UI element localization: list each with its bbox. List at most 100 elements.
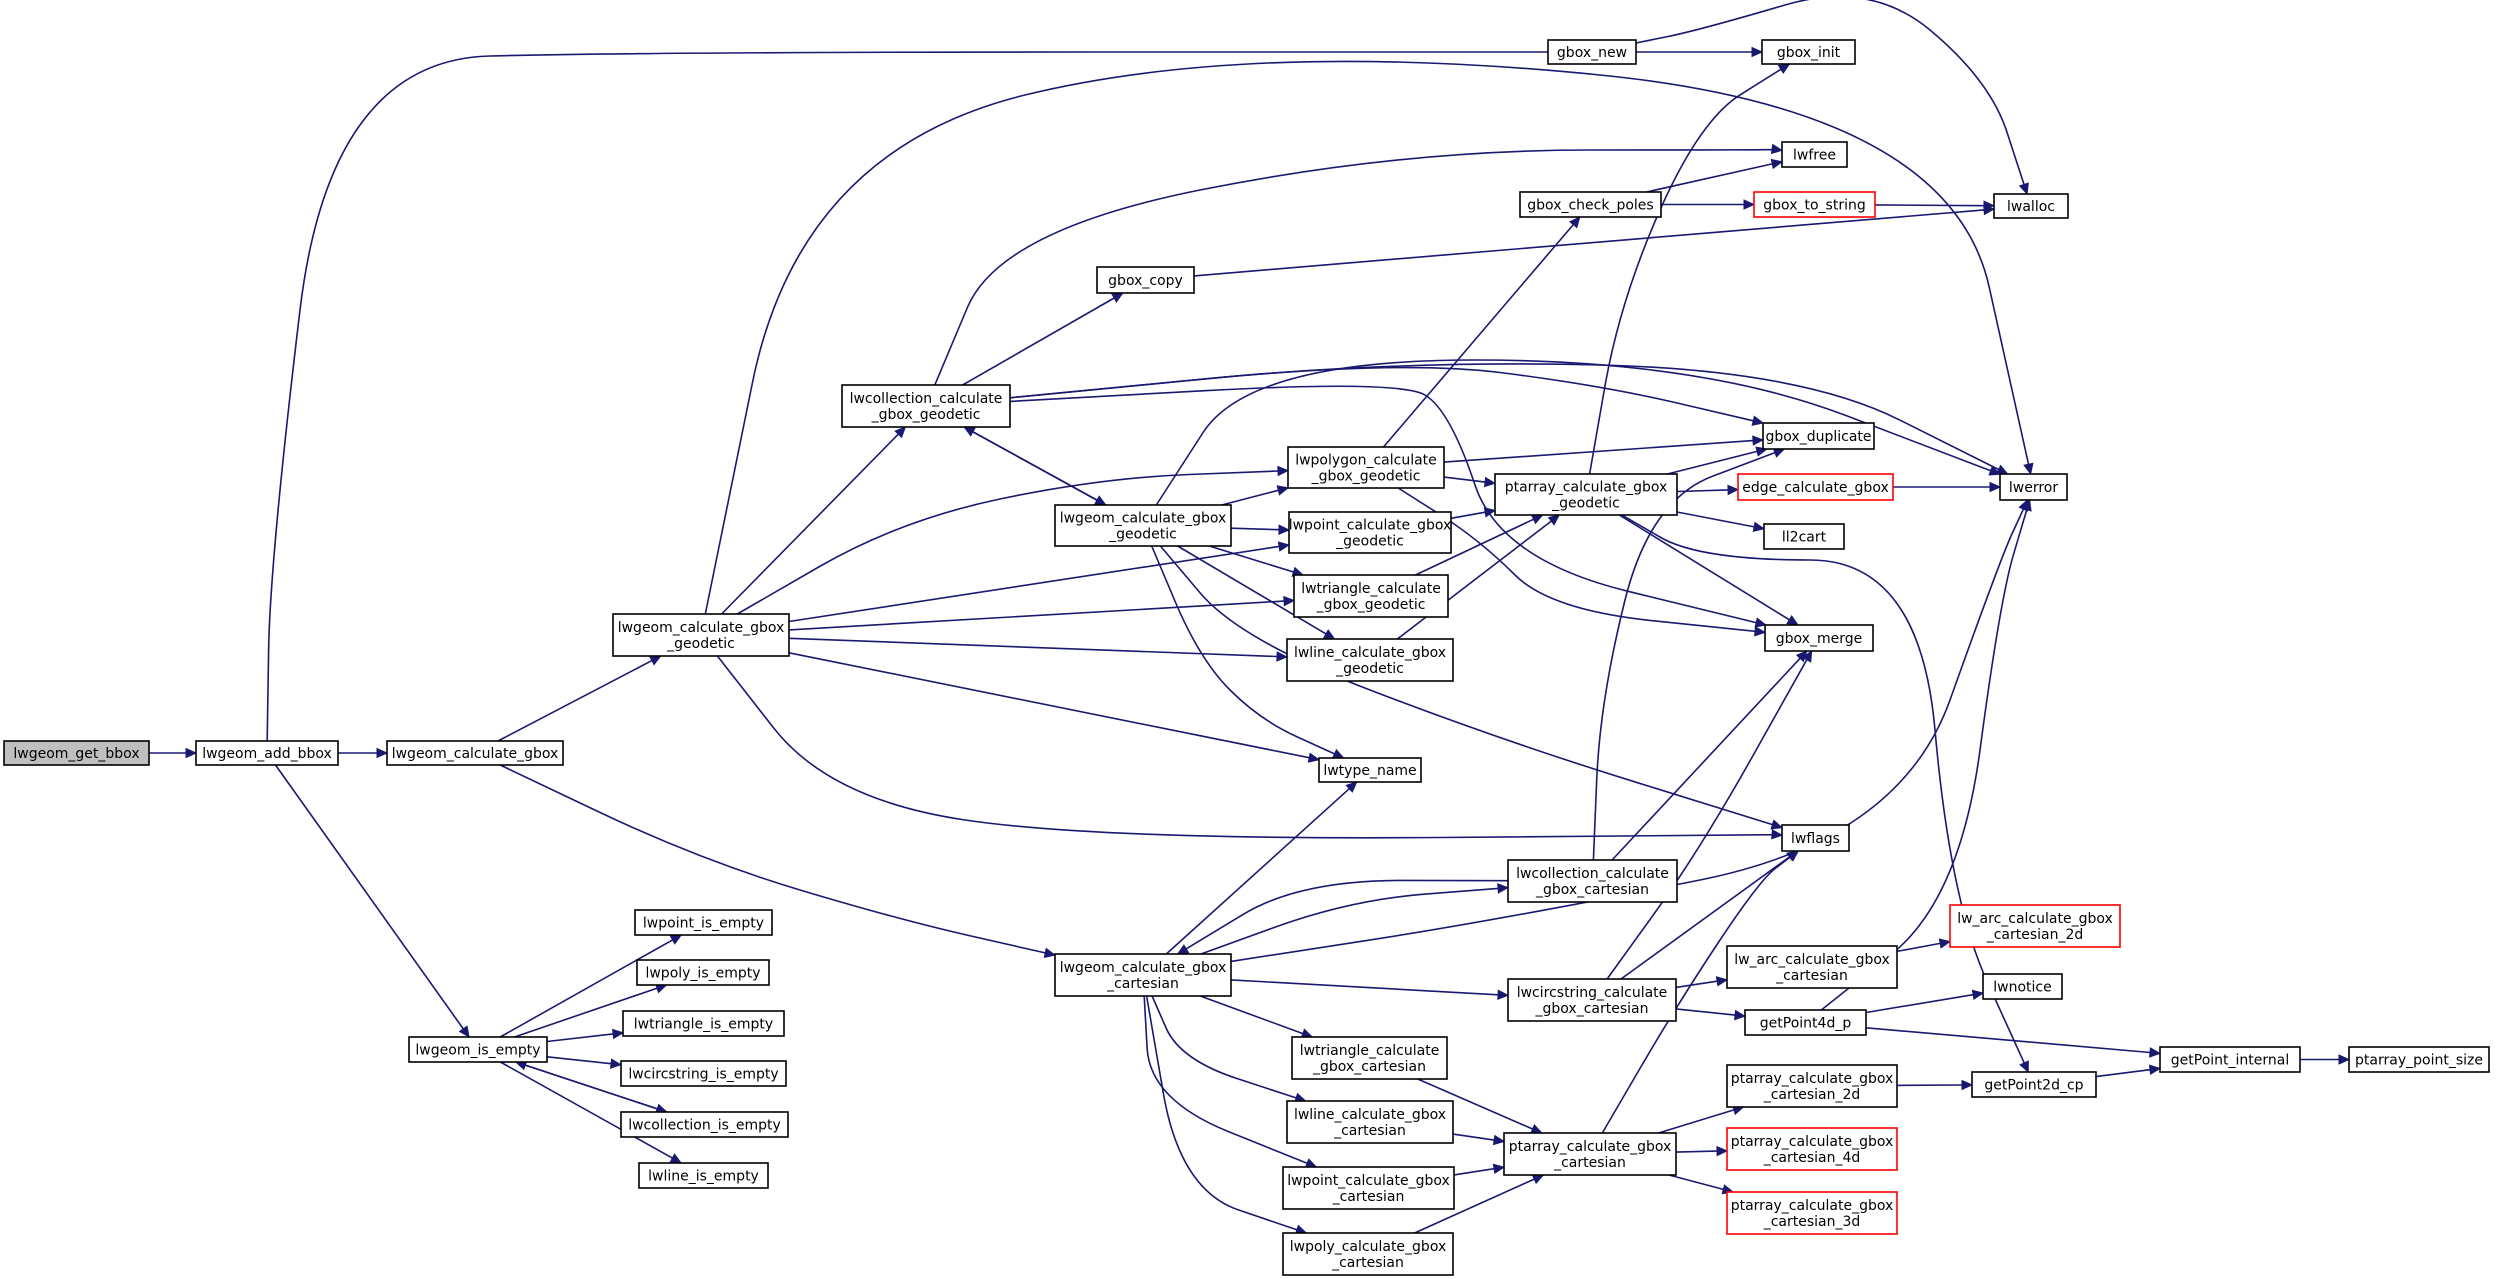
- node-lwerror[interactable]: lwerror: [1999, 473, 2068, 501]
- node-box[interactable]: [1286, 1100, 1454, 1144]
- node-box[interactable]: [2348, 1046, 2490, 1073]
- node-box[interactable]: [1507, 978, 1677, 1022]
- node-lwalloc[interactable]: lwalloc: [1993, 193, 2069, 219]
- node-box[interactable]: [1519, 191, 1662, 218]
- node-lwcollection-calculate-gbox-geodetic[interactable]: lwcollection_calculate_gbox_geodetic: [841, 384, 1011, 428]
- node-ptarray-point-size[interactable]: ptarray_point_size: [2348, 1046, 2490, 1073]
- node-lwgeom-is-empty[interactable]: lwgeom_is_empty: [408, 1036, 548, 1063]
- node-box[interactable]: [1507, 859, 1678, 903]
- node-lwgeom-calculate-gbox-cartesian[interactable]: lwgeom_calculate_gbox_cartesian: [1054, 953, 1232, 997]
- node-box[interactable]: [1737, 473, 1894, 501]
- node-gbox-duplicate[interactable]: gbox_duplicate: [1762, 422, 1875, 450]
- node-box[interactable]: [1096, 266, 1195, 294]
- node-box[interactable]: [2159, 1046, 2301, 1073]
- node-box[interactable]: [1763, 523, 1845, 550]
- node-lwgeom-add-bbox[interactable]: lwgeom_add_bbox: [195, 740, 339, 766]
- node-ptarray-calculate-gbox-cartesian-2d[interactable]: ptarray_calculate_gbox_cartesian_2d: [1726, 1064, 1898, 1108]
- node-lwcollection-calculate-gbox-cartesian[interactable]: lwcollection_calculate_gbox_cartesian: [1507, 859, 1678, 903]
- node-box[interactable]: [841, 384, 1011, 428]
- node-lwtriangle-is-empty[interactable]: lwtriangle_is_empty: [622, 1010, 785, 1037]
- node-box[interactable]: [408, 1036, 548, 1063]
- node-box[interactable]: [1744, 1009, 1867, 1036]
- node-lwline-calculate-gbox-cartesian[interactable]: lwline_calculate_gbox_cartesian: [1286, 1100, 1454, 1144]
- node-lwcircstring-calculate-gbox-cartesian[interactable]: lwcircstring_calculate_gbox_cartesian: [1507, 978, 1677, 1022]
- node-ptarray-calculate-gbox-cartesian-4d[interactable]: ptarray_calculate_gbox_cartesian_4d: [1726, 1127, 1898, 1171]
- node-box[interactable]: [1993, 193, 2069, 219]
- node-box[interactable]: [1282, 1232, 1454, 1276]
- node-lw-arc-calculate-gbox-cartesian-2d[interactable]: lw_arc_calculate_gbox_cartesian_2d: [1949, 904, 2121, 948]
- node-lwnotice[interactable]: lwnotice: [1982, 973, 2063, 1000]
- node-box[interactable]: [1318, 757, 1422, 783]
- node-box[interactable]: [638, 1162, 769, 1189]
- node-lwtype-name[interactable]: lwtype_name: [1318, 757, 1422, 783]
- node-box[interactable]: [1054, 504, 1232, 547]
- node-lwpoly-calculate-gbox-cartesian[interactable]: lwpoly_calculate_gbox_cartesian: [1282, 1232, 1454, 1276]
- node-lwpoly-is-empty[interactable]: lwpoly_is_empty: [636, 959, 770, 986]
- node-lwgeom-calculate-gbox-geodetic[interactable]: lwgeom_calculate_gbox_geodetic: [612, 613, 790, 657]
- node-lwpoint-is-empty[interactable]: lwpoint_is_empty: [634, 909, 773, 936]
- node-box[interactable]: [386, 740, 564, 766]
- node-lwfree[interactable]: lwfree: [1781, 141, 1848, 168]
- node-box[interactable]: [1761, 39, 1856, 65]
- node-box[interactable]: [1726, 1064, 1898, 1108]
- node-edge-calculate-gbox[interactable]: edge_calculate_gbox: [1737, 473, 1894, 501]
- node-box[interactable]: [1764, 624, 1874, 652]
- node-lwgeom-get-bbox[interactable]: lwgeom_get_bbox: [3, 740, 150, 766]
- node-ptarray-calculate-gbox-geodetic[interactable]: ptarray_calculate_gbox_geodetic: [1494, 473, 1678, 516]
- node-lwcircstring-is-empty[interactable]: lwcircstring_is_empty: [620, 1060, 787, 1087]
- node-box[interactable]: [622, 1010, 785, 1037]
- node-lwtriangle-calculate-gbox-geodetic[interactable]: lwtriangle_calculate_gbox_geodetic: [1293, 574, 1449, 618]
- node-box[interactable]: [1494, 473, 1678, 516]
- node-box[interactable]: [1949, 904, 2121, 948]
- node-box[interactable]: [1547, 39, 1637, 65]
- node-ptarray-calculate-gbox-cartesian[interactable]: ptarray_calculate_gbox_cartesian: [1503, 1132, 1677, 1176]
- node-lwline-is-empty[interactable]: lwline_is_empty: [638, 1162, 769, 1189]
- node-box[interactable]: [1291, 1036, 1448, 1080]
- node-lwpolygon-calculate-gbox-geodetic[interactable]: lwpolygon_calculate_gbox_geodetic: [1287, 446, 1445, 489]
- node-box[interactable]: [620, 1111, 789, 1138]
- node-box[interactable]: [195, 740, 339, 766]
- node-box[interactable]: [1293, 574, 1449, 618]
- node-lwline-calculate-gbox-geodetic[interactable]: lwline_calculate_gbox_geodetic: [1286, 638, 1454, 682]
- node-box[interactable]: [1726, 1127, 1898, 1171]
- node-lwgeom-calculate-gbox-geodetic-inner[interactable]: lwgeom_calculate_gbox_geodetic: [1054, 504, 1232, 547]
- node-gbox-to-string[interactable]: gbox_to_string: [1753, 191, 1876, 218]
- node-gbox-copy[interactable]: gbox_copy: [1096, 266, 1195, 294]
- node-box[interactable]: [1762, 422, 1875, 450]
- node-lwcollection-is-empty[interactable]: lwcollection_is_empty: [620, 1111, 789, 1138]
- node-box[interactable]: [1999, 473, 2068, 501]
- node-lwpoint-calculate-gbox-cartesian[interactable]: lwpoint_calculate_gbox_cartesian: [1282, 1166, 1455, 1210]
- node-getPoint2d-cp[interactable]: getPoint2d_cp: [1971, 1071, 2097, 1098]
- node-getPoint-internal[interactable]: getPoint_internal: [2159, 1046, 2301, 1073]
- node-gbox-init[interactable]: gbox_init: [1761, 39, 1856, 65]
- node-box[interactable]: [1503, 1132, 1677, 1176]
- node-ptarray-calculate-gbox-cartesian-3d[interactable]: ptarray_calculate_gbox_cartesian_3d: [1726, 1191, 1898, 1235]
- node-ll2cart[interactable]: ll2cart: [1763, 523, 1845, 550]
- node-lwpoint-calculate-gbox-geodetic[interactable]: lwpoint_calculate_gbox_geodetic: [1288, 511, 1452, 554]
- node-box[interactable]: [1971, 1071, 2097, 1098]
- node-box[interactable]: [1288, 511, 1452, 554]
- node-box[interactable]: [1054, 953, 1232, 997]
- node-lw-arc-calculate-gbox-cartesian[interactable]: lw_arc_calculate_gbox_cartesian: [1726, 945, 1898, 989]
- node-box[interactable]: [1753, 191, 1876, 218]
- node-lwgeom-calculate-gbox[interactable]: lwgeom_calculate_gbox: [386, 740, 564, 766]
- node-box[interactable]: [636, 959, 770, 986]
- node-gbox-new[interactable]: gbox_new: [1547, 39, 1637, 65]
- node-box[interactable]: [1726, 945, 1898, 989]
- node-box[interactable]: [1726, 1191, 1898, 1235]
- node-box[interactable]: [1781, 141, 1848, 168]
- node-gbox-check-poles[interactable]: gbox_check_poles: [1519, 191, 1662, 218]
- node-gbox-merge[interactable]: gbox_merge: [1764, 624, 1874, 652]
- node-box[interactable]: [1982, 973, 2063, 1000]
- node-box[interactable]: [612, 613, 790, 657]
- node-box[interactable]: [3, 740, 150, 766]
- node-box[interactable]: [1282, 1166, 1455, 1210]
- node-box[interactable]: [634, 909, 773, 936]
- node-lwflags[interactable]: lwflags: [1781, 824, 1850, 852]
- node-box[interactable]: [1287, 446, 1445, 489]
- node-box[interactable]: [1286, 638, 1454, 682]
- node-box[interactable]: [1781, 824, 1850, 852]
- node-getPoint4d-p[interactable]: getPoint4d_p: [1744, 1009, 1867, 1036]
- node-lwtriangle-calculate-gbox-cartesian[interactable]: lwtriangle_calculate_gbox_cartesian: [1291, 1036, 1448, 1080]
- node-box[interactable]: [620, 1060, 787, 1087]
